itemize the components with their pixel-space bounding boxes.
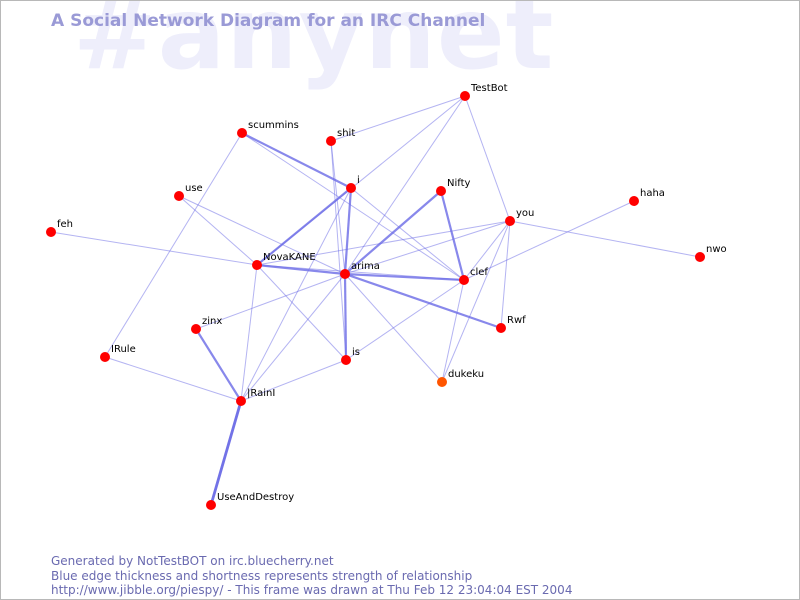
node-label-haha: haha	[640, 188, 665, 199]
node-UseAndDestroy	[206, 500, 216, 510]
edge-Nifty-arima	[344, 190, 442, 275]
node-label-feh: feh	[57, 219, 73, 230]
edge-NovaKANE-IRainI	[240, 264, 258, 402]
node-label-Rwf: Rwf	[507, 315, 526, 326]
node-label-TestBot: TestBot	[470, 83, 508, 94]
edge-use-NovaKANE	[178, 195, 258, 266]
node-arima	[340, 269, 350, 279]
edge-you-nwo	[509, 220, 701, 258]
edge-use-arima	[178, 195, 346, 275]
node-shit	[326, 136, 336, 146]
node-label-Nifty: Nifty	[447, 178, 471, 189]
edge-arima-IRainI	[240, 273, 346, 402]
node-label-use: use	[185, 183, 203, 194]
node-you	[505, 216, 515, 226]
edge-i-NovaKANE	[256, 187, 352, 266]
channel-watermark: #anynet	[73, 0, 555, 92]
edge-arima-Rwf	[344, 272, 502, 330]
node-use	[174, 191, 184, 201]
edge-TestBot-arima	[344, 95, 466, 275]
edge-scummins-IRule	[104, 132, 243, 358]
node-label-nwo: nwo	[706, 244, 727, 255]
node-label-arima: arima	[351, 261, 380, 272]
footer-generated-by: Generated by NotTestBOT on irc.bluecherr…	[51, 554, 334, 568]
node-layer: TestBot shit scummins i Nifty use haha you feh nw…	[46, 83, 727, 510]
edge-is-IRainI	[240, 359, 347, 402]
edge-you-NovaKANE	[256, 220, 511, 266]
node-label-dukeku: dukeku	[448, 369, 484, 380]
edge-you-Rwf	[500, 220, 511, 329]
edge-Nifty-clef	[439, 190, 466, 281]
node-i	[346, 183, 356, 193]
node-haha	[629, 196, 639, 206]
node-label-you: you	[516, 208, 534, 219]
node-label-IRule: IRule	[111, 344, 136, 355]
node-TestBot	[460, 91, 470, 101]
edge-zinx-IRainI	[195, 328, 242, 402]
edge-layer	[50, 95, 701, 506]
node-label-UseAndDestroy: UseAndDestroy	[217, 492, 294, 503]
edge-TestBot-shit	[330, 95, 466, 142]
node-label-clef: clef	[470, 267, 488, 278]
edge-arima-clef	[344, 272, 465, 282]
node-NovaKANE	[252, 260, 262, 270]
node-Rwf	[496, 323, 506, 333]
edge-i-arima	[343, 187, 353, 275]
footer-legend: Blue edge thickness and shortness repres…	[51, 568, 473, 583]
node-clef	[459, 275, 469, 285]
node-zinx	[191, 324, 201, 334]
node-label-i: i	[357, 175, 360, 186]
edge-IRule-IRainI	[104, 356, 242, 402]
edge-clef-dukeku	[441, 279, 465, 383]
edge-feh-NovaKANE	[50, 231, 258, 266]
node-label-NovaKANE: NovaKANE	[263, 252, 316, 263]
node-IRainI	[236, 396, 246, 406]
edge-NovaKANE-is	[256, 264, 347, 361]
node-scummins	[237, 128, 247, 138]
edge-i-IRainI	[240, 187, 352, 402]
edge-scummins-i	[241, 132, 352, 189]
node-IRule	[100, 352, 110, 362]
footer: Generated by NotTestBOT on irc.bluecherr…	[51, 554, 572, 598]
edge-you-clef	[463, 220, 511, 281]
node-label-scummins: scummins	[248, 120, 299, 131]
node-label-is: is	[352, 347, 360, 358]
edge-TestBot-you	[464, 95, 511, 222]
edge-you-dukeku	[441, 220, 511, 383]
node-label-shit: shit	[337, 128, 355, 139]
node-nwo	[695, 252, 705, 262]
node-dukeku	[437, 377, 447, 387]
node-label-zinx: zinx	[202, 316, 222, 327]
footer-credit: http://www.jibble.org/piespy/ - This fra…	[51, 583, 573, 597]
edge-arima-is	[343, 273, 348, 361]
diagram-title: A Social Network Diagram for an IRC Chan…	[51, 11, 486, 31]
node-is	[341, 355, 351, 365]
edge-IRainI-UseAndDestroy	[209, 400, 243, 506]
node-Nifty	[436, 186, 446, 196]
edge-shit-arima	[330, 140, 346, 275]
edge-i-clef	[350, 187, 465, 281]
edge-you-arima	[344, 220, 511, 275]
node-label-IRainI: |RainI	[247, 388, 275, 399]
edge-clef-is	[345, 279, 465, 361]
node-feh	[46, 227, 56, 237]
edge-arima-zinx	[195, 273, 346, 330]
edge-scummins-clef	[241, 132, 465, 281]
edge-haha-clef	[463, 200, 635, 281]
